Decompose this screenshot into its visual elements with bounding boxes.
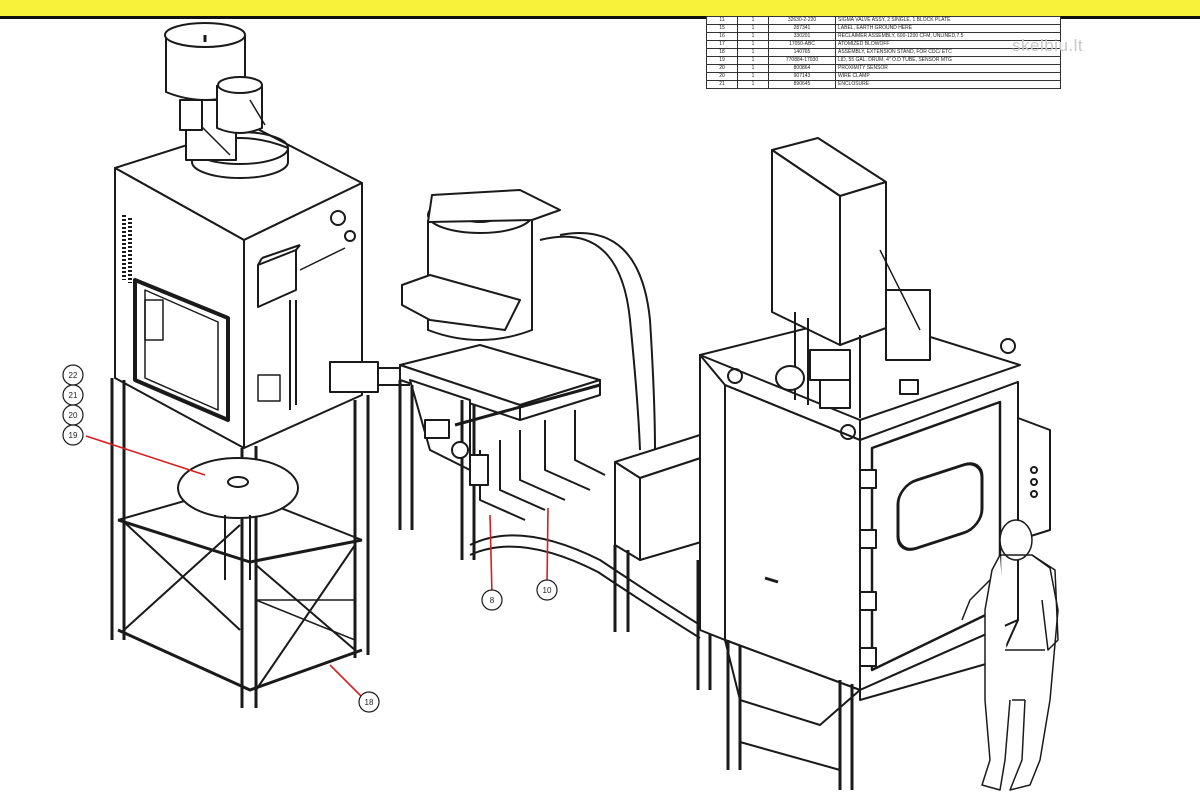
callout-20: 20 — [62, 404, 84, 426]
yellow-header-banner — [0, 0, 1200, 19]
callout-19: 19 — [62, 424, 84, 446]
callout-10: 10 — [536, 579, 558, 601]
leader-line-19 — [85, 435, 206, 476]
leader-line-8 — [489, 514, 493, 596]
callout-8-label: 8 — [490, 596, 495, 605]
callout-22-label: 22 — [69, 371, 78, 380]
watermark: skelbiu.lt — [1012, 36, 1084, 55]
callout-21: 21 — [62, 384, 84, 406]
callout-8: 8 — [481, 589, 503, 611]
operator-figure — [961, 519, 1059, 791]
callout-22: 22 — [62, 364, 84, 386]
callout-18: 18 — [358, 691, 380, 713]
callout-19-label: 19 — [69, 431, 78, 440]
callout-18-label: 18 — [365, 698, 374, 707]
center-separator-unit — [329, 189, 701, 639]
blast-cabinet — [613, 137, 1051, 790]
callout-10-label: 10 — [543, 586, 552, 595]
leader-line-18 — [329, 664, 365, 700]
leader-line-10 — [546, 507, 549, 586]
callout-20-label: 20 — [69, 411, 78, 420]
dust-collector-cabinet — [110, 22, 370, 708]
callout-21-label: 21 — [69, 391, 78, 400]
bom-description: ENCLOSURE — [835, 80, 1061, 89]
